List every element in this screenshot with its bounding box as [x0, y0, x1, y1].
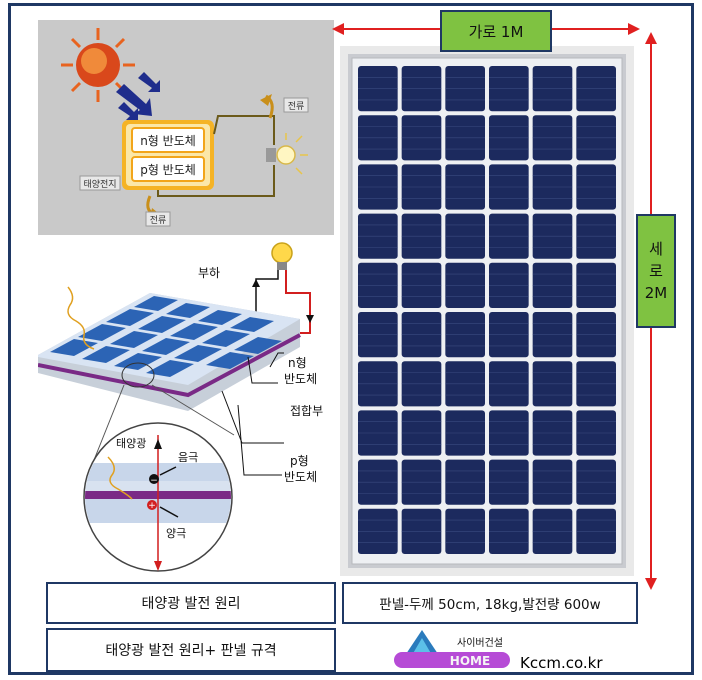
cell-structure-diagram: 부하 n형 반도체 [37, 235, 334, 575]
load-bulb-icon [271, 242, 293, 270]
cell-grid [50, 296, 282, 377]
caption-principle: 태양광 발전 원리 [46, 582, 336, 624]
load-label: 부하 [198, 266, 220, 280]
panel-cell-grid [358, 66, 616, 554]
electron-symbol: − [150, 476, 158, 486]
solar-cell-label: 태양전지 [83, 179, 116, 190]
junction-label: 접합부 [290, 404, 323, 418]
p-type-label-2: 반도체 [284, 470, 317, 484]
height-label-line-1: 세 [649, 240, 663, 258]
n-layer-label: n형 반도체 [140, 134, 196, 148]
caption-panel-spec: 판넬-두께 50cm, 18kg,발전량 600w [342, 582, 638, 624]
width-label: 가로 1M [440, 10, 552, 52]
logo-home-text: HOME [450, 654, 490, 668]
caption-title: 태양광 발전 원리+ 판넬 규격 [46, 628, 336, 672]
p-layer-label: p형 반도체 [140, 163, 196, 177]
current-label-top: 전류 [288, 101, 305, 112]
solar-panel-image [340, 46, 634, 576]
light-bulb-icon [266, 133, 308, 175]
n-type-label-2: 반도체 [284, 372, 317, 386]
site-url-link[interactable]: Kccm.co.kr [520, 654, 603, 672]
n-type-label-1: n형 [288, 356, 307, 370]
negative-electrode-label: 음극 [178, 451, 198, 464]
light-arrows [116, 72, 160, 120]
current-label-bottom: 전류 [150, 215, 167, 226]
solar-cell-principle-diagram: n형 반도체 p형 반도체 전류 전류 태양전지 [38, 20, 334, 235]
logo-brand-text: 사이버건설 [457, 637, 503, 649]
sunlight-label: 태양광 [116, 437, 146, 450]
height-label-line-3: 2M [644, 284, 668, 302]
positive-electrode-label: 양극 [166, 527, 186, 540]
height-label-line-2: 로 [649, 262, 663, 280]
hole-symbol: + [148, 501, 156, 511]
p-type-label-1: p형 [290, 454, 309, 468]
site-logo[interactable]: HOME 사이버건설 [392, 628, 518, 672]
height-label: 세 로 2M [636, 214, 676, 328]
